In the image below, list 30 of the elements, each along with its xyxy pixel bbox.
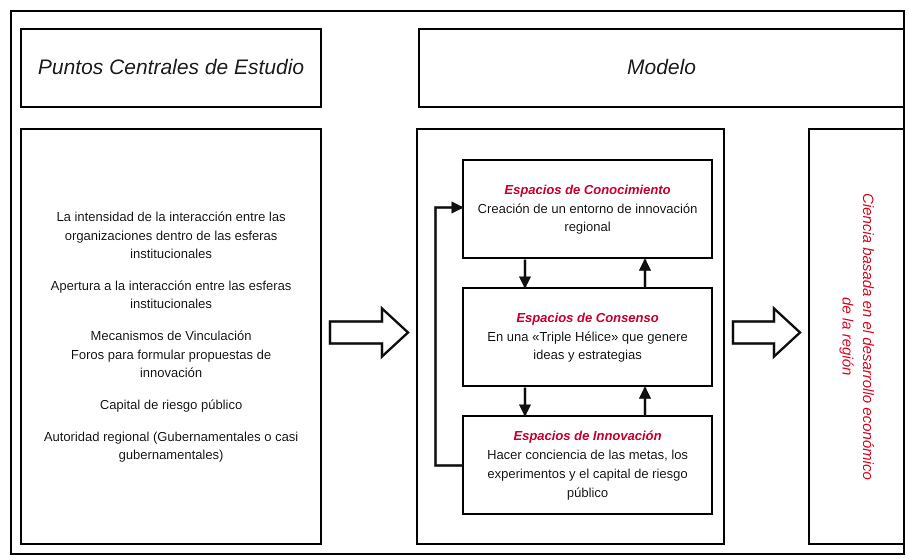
process-box — [462, 287, 713, 387]
arrow — [518, 388, 532, 417]
node-text: Hacer conciencia de las metas, los experimentos y el capital de riesgo público — [486, 446, 689, 502]
heading-text: Modelo — [627, 54, 696, 81]
list-item: Foros para formular propuestas de innovación — [70, 346, 272, 382]
list-item: Capital de riesgo público — [100, 396, 242, 414]
node-text: En una «Triple Hélice» que genere ideas y estrategias — [486, 328, 689, 364]
process-box — [462, 159, 713, 259]
list-item: Mecanismos de Vinculación — [90, 327, 252, 346]
model-box — [416, 128, 725, 545]
result-box — [808, 128, 905, 545]
arrow — [638, 386, 652, 416]
block-arrow — [732, 306, 802, 360]
node-text: Creación de un entorno de innovación regional — [476, 200, 698, 236]
list-item: La intensidad de la interacción entre las organizaciones dentro de las esferas institucionales — [55, 208, 287, 263]
heading-text: Puntos Centrales de Estudio — [38, 54, 304, 81]
text-box — [20, 128, 322, 545]
list-item: Apertura a la interacción entre las esferas institucionales — [50, 277, 292, 314]
process-box — [462, 415, 713, 515]
heading-box — [20, 28, 322, 108]
node-heading: Espacios de Innovación — [513, 427, 662, 446]
node-heading: Espacios de Consenso — [516, 308, 659, 327]
block-arrow — [328, 306, 410, 360]
arrow — [434, 201, 464, 467]
arrow — [638, 258, 652, 288]
heading-box — [418, 28, 905, 108]
arrow — [518, 260, 532, 289]
node-text: Ciencia basada en el desarrollo económico de la región — [838, 192, 877, 482]
node-heading: Espacios de Conocimiento — [504, 180, 671, 199]
list-item: Autoridad regional (Gubernamentales o casi gubernamentales) — [42, 428, 300, 464]
